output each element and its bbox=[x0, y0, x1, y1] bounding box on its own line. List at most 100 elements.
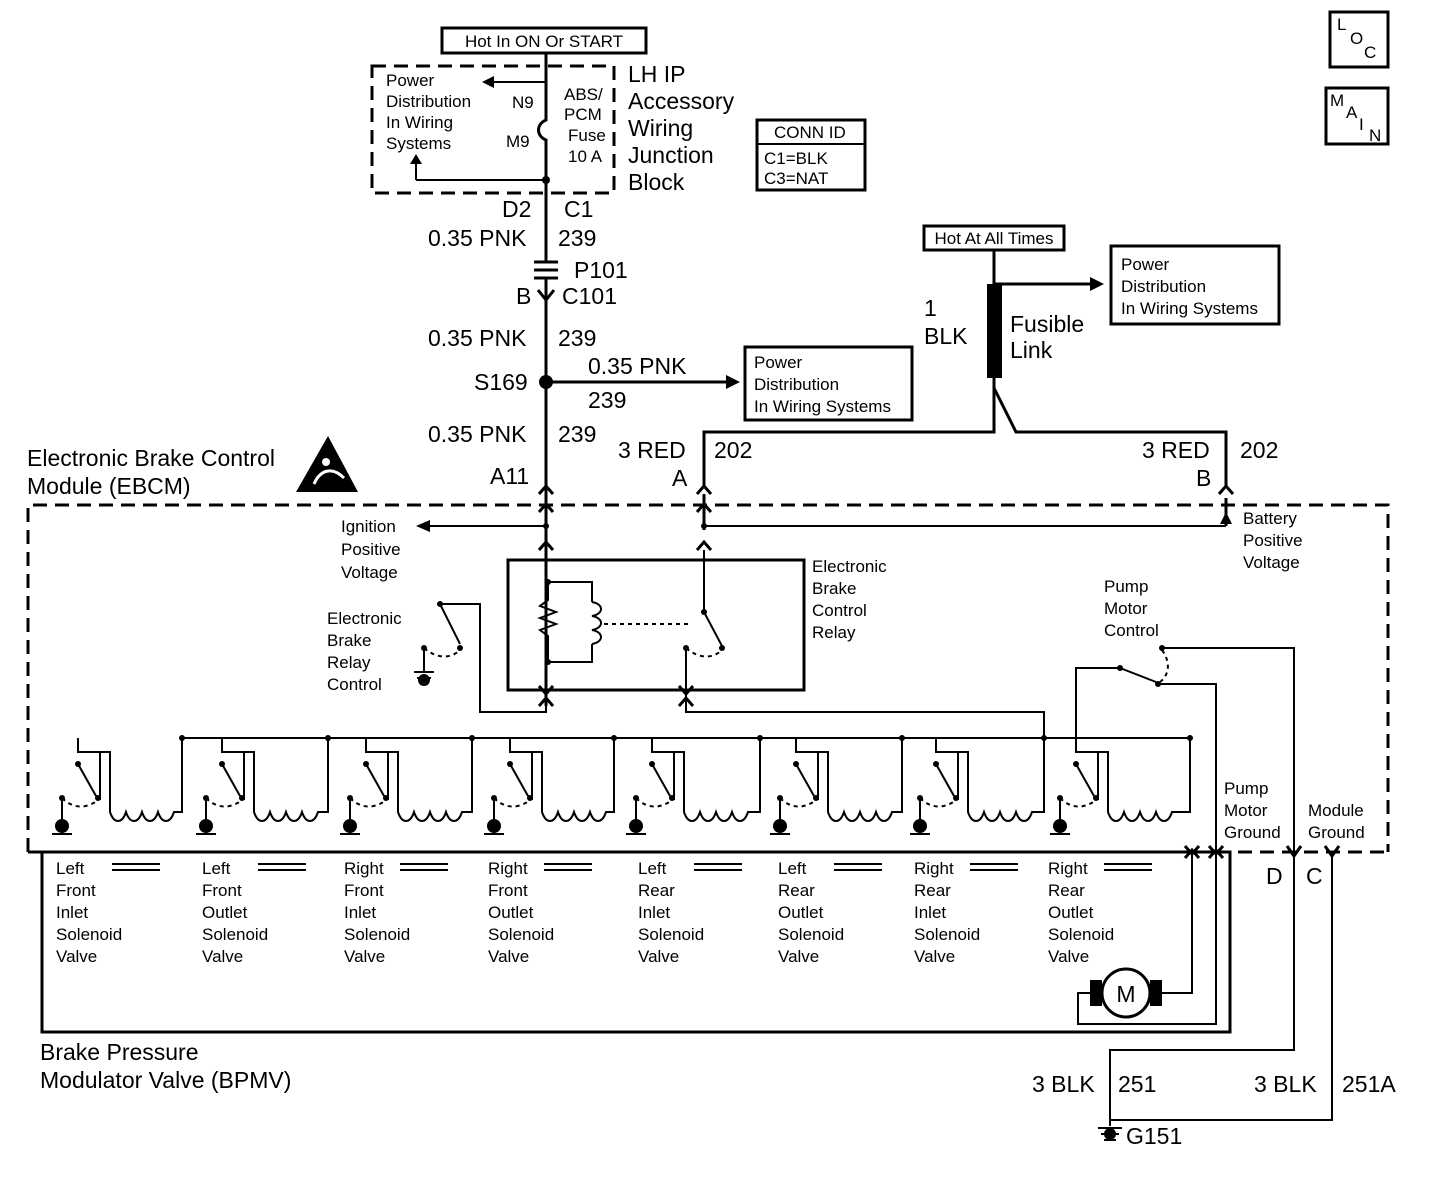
solenoid-driver bbox=[626, 735, 763, 835]
solenoid-labels: LeftFrontInletSolenoidValveLeftFrontOutl… bbox=[56, 859, 1152, 966]
solenoid-label-line: Outlet bbox=[202, 903, 248, 922]
fuse-icon bbox=[537, 66, 548, 225]
solenoid-label-line: Valve bbox=[56, 947, 97, 966]
wire-size-splice: 0.35 PNK bbox=[588, 353, 687, 379]
svg-text:Distribution: Distribution bbox=[754, 375, 839, 394]
svg-text:Fuse: Fuse bbox=[568, 126, 606, 145]
esd-warning-icon bbox=[296, 436, 358, 492]
pump-ctrl-label-3: Control bbox=[1104, 621, 1159, 640]
relay-label-2: Brake bbox=[812, 579, 856, 598]
solenoid-label-line: Solenoid bbox=[638, 925, 704, 944]
svg-text:Distribution: Distribution bbox=[386, 92, 471, 111]
junction-block-name: LH IP Accessory Wiring Junction Block bbox=[628, 61, 735, 195]
battery-label-1: Battery bbox=[1243, 509, 1297, 528]
solenoid-label-line: Valve bbox=[488, 947, 529, 966]
svg-text:PCM: PCM bbox=[564, 105, 602, 124]
junction-block-border bbox=[370, 64, 616, 195]
motor-label: M bbox=[1116, 981, 1135, 1007]
svg-text:Wiring: Wiring bbox=[628, 115, 693, 141]
solenoid-label-line: Outlet bbox=[488, 903, 534, 922]
solenoid-label-line: Right bbox=[1048, 859, 1088, 878]
pin-n9: N9 bbox=[512, 93, 534, 112]
circuit-239-3: 239 bbox=[558, 421, 596, 447]
ebr-ctrl-label-1: Electronic bbox=[327, 609, 402, 628]
circuit-239-splice: 239 bbox=[588, 387, 626, 413]
hot-all-label: Hot At All Times bbox=[934, 229, 1053, 248]
ignition-label-2: Positive bbox=[341, 540, 401, 559]
ebr-ctrl-label-3: Relay bbox=[327, 653, 371, 672]
solenoid-label-line: Right bbox=[488, 859, 528, 878]
ebr-control-switch bbox=[414, 601, 547, 713]
conn-p101: P101 bbox=[574, 257, 628, 283]
main-icon[interactable]: M A I N bbox=[1324, 86, 1390, 146]
solenoid-label-line: Inlet bbox=[914, 903, 946, 922]
solenoid-label-line: Front bbox=[56, 881, 96, 900]
svg-text:Block: Block bbox=[628, 169, 685, 195]
pump-ctrl-label-2: Motor bbox=[1104, 599, 1148, 618]
solenoid-label-line: Front bbox=[202, 881, 242, 900]
ignition-label-1: Ignition bbox=[341, 517, 396, 536]
hot-run-box bbox=[440, 26, 648, 55]
red-a-size: 3 RED bbox=[618, 437, 686, 463]
svg-text:C1=BLK: C1=BLK bbox=[764, 149, 828, 168]
ground-wire-251 bbox=[1109, 856, 1295, 1126]
module-gnd-label-1: Module bbox=[1308, 801, 1364, 820]
gnd1-size: 3 BLK bbox=[1032, 1071, 1095, 1097]
svg-text:In Wiring Systems: In Wiring Systems bbox=[1121, 299, 1258, 318]
relay-label-3: Control bbox=[812, 601, 867, 620]
main-icon-n: N bbox=[1369, 126, 1381, 145]
conn-c1: C1 bbox=[564, 196, 593, 222]
conn-c101: C101 bbox=[562, 283, 617, 309]
battery-label-3: Voltage bbox=[1243, 553, 1300, 572]
ebr-ctrl-label-4: Control bbox=[327, 675, 382, 694]
svg-text:Power: Power bbox=[386, 71, 435, 90]
solenoid-label-line: Solenoid bbox=[488, 925, 554, 944]
solenoid-label-line: Inlet bbox=[56, 903, 88, 922]
svg-text:Distribution: Distribution bbox=[1121, 277, 1206, 296]
svg-text:In Wiring: In Wiring bbox=[386, 113, 453, 132]
fusible-label-2: Link bbox=[1010, 337, 1053, 363]
relay-label-4: Relay bbox=[812, 623, 856, 642]
solenoid-label-line: Rear bbox=[914, 881, 951, 900]
solenoid-driver bbox=[196, 735, 331, 835]
pump-motor-control-switch bbox=[1044, 645, 1295, 852]
battery-label-2: Positive bbox=[1243, 531, 1303, 550]
solenoid-label-line: Valve bbox=[202, 947, 243, 966]
solenoid-label-line: Right bbox=[344, 859, 384, 878]
solenoid-label-line: Solenoid bbox=[344, 925, 410, 944]
fuse-label: ABS/ PCM Fuse 10 A bbox=[564, 85, 606, 166]
pd-box-mid bbox=[743, 345, 914, 422]
pin-d: D bbox=[1266, 863, 1283, 889]
solenoid-label-line: Valve bbox=[344, 947, 385, 966]
solenoid-label-line: Valve bbox=[914, 947, 955, 966]
loc-icon-c: C bbox=[1364, 43, 1376, 62]
solenoid-driver bbox=[770, 735, 905, 835]
ground-g151-label: G151 bbox=[1126, 1123, 1182, 1149]
solenoid-label-line: Solenoid bbox=[202, 925, 268, 944]
solenoid-label-line: Left bbox=[56, 859, 85, 878]
solenoid-driver bbox=[340, 735, 475, 835]
ground-symbol-g151 bbox=[1098, 1127, 1122, 1141]
ground-wire-251a bbox=[1110, 856, 1333, 1121]
solenoid-label-line: Front bbox=[344, 881, 384, 900]
ebcm-boundary bbox=[26, 503, 1390, 852]
bpmv-label-1: Brake Pressure bbox=[40, 1039, 199, 1065]
bpmv-box bbox=[40, 850, 1232, 1034]
ebr-ctrl-label-2: Brake bbox=[327, 631, 371, 650]
solenoid-driver bbox=[484, 735, 617, 835]
pump-ctrl-label-1: Pump bbox=[1104, 577, 1148, 596]
gnd2-circuit: 251A bbox=[1342, 1071, 1396, 1097]
svg-text:Power: Power bbox=[1121, 255, 1170, 274]
relay-coil bbox=[537, 579, 690, 665]
loc-icon-o: O bbox=[1350, 29, 1363, 48]
solenoid-label-line: Valve bbox=[638, 947, 679, 966]
svg-text:Power: Power bbox=[754, 353, 803, 372]
module-gnd-label-2: Ground bbox=[1308, 823, 1365, 842]
solenoid-label-line: Solenoid bbox=[1048, 925, 1114, 944]
solenoid-label-line: Rear bbox=[1048, 881, 1085, 900]
loc-icon[interactable]: L O C bbox=[1328, 10, 1390, 69]
solenoid-label-line: Rear bbox=[638, 881, 675, 900]
relay-switch bbox=[683, 550, 725, 706]
svg-text:In Wiring Systems: In Wiring Systems bbox=[754, 397, 891, 416]
main-icon-i: I bbox=[1359, 115, 1364, 134]
